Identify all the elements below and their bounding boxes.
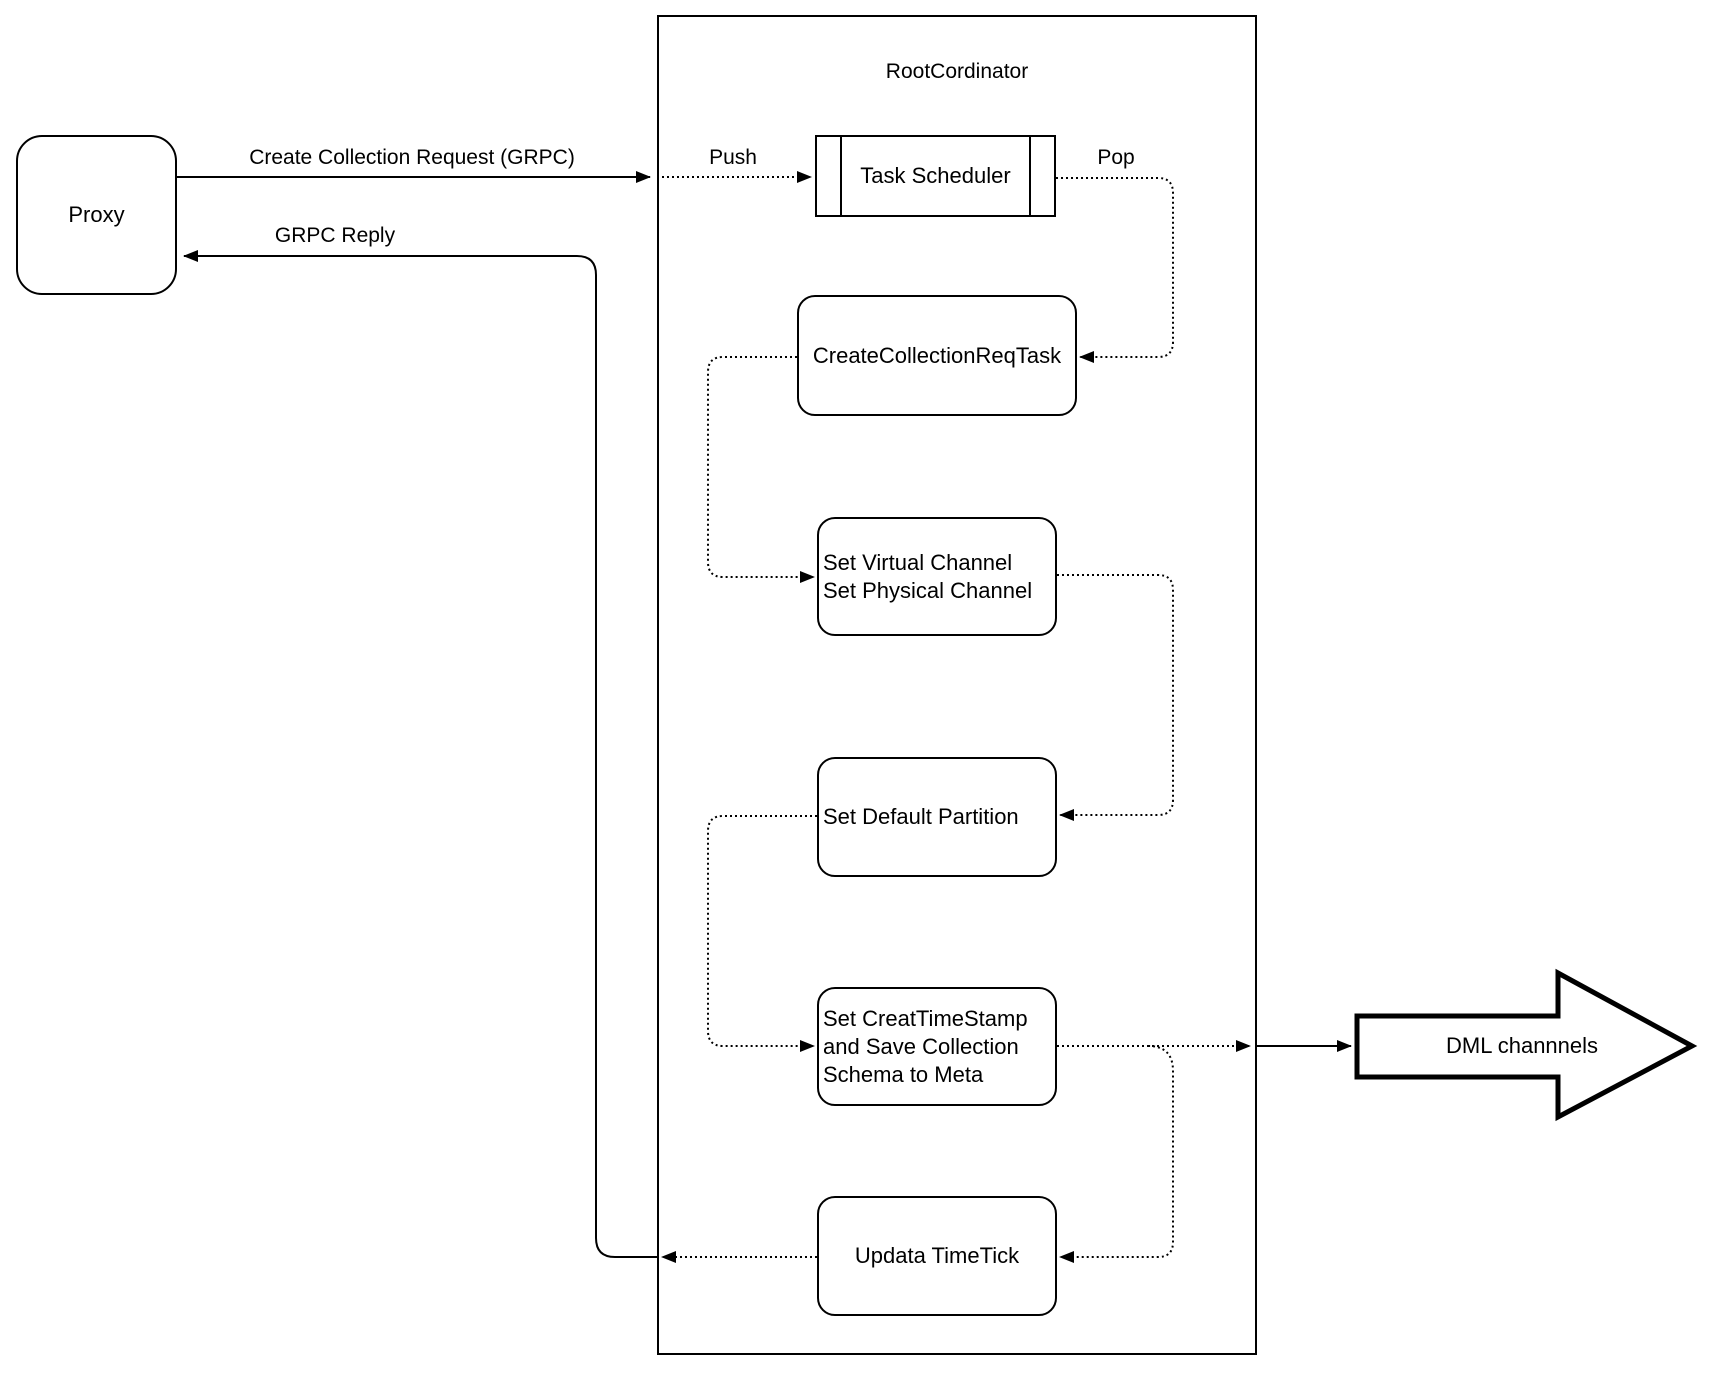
proxy-node: Proxy <box>16 135 177 295</box>
set-timestamp-line1: Set CreatTimeStamp <box>823 1005 1028 1031</box>
set-timestamp-node: Set CreatTimeStamp and Save Collection S… <box>817 987 1057 1106</box>
create-collection-request-label: Create Collection Request (GRPC) <box>247 146 577 170</box>
edge-setchannel-to-setdefault <box>1057 574 1174 821</box>
set-channel-node: Set Virtual Channel Set Physical Channel <box>817 517 1057 636</box>
push-label: Push <box>707 146 759 170</box>
rootcordinator-title: RootCordinator <box>885 60 1029 83</box>
edge-reqtask-to-setchannel <box>707 356 815 583</box>
task-scheduler-label: Task Scheduler <box>860 163 1011 188</box>
dml-channels-arrow-shape <box>1354 968 1698 1122</box>
set-default-partition-label: Set Default Partition <box>823 804 1019 829</box>
set-timestamp-line2: and Save Collection <box>823 1033 1019 1059</box>
edge-branch-to-timetick <box>1059 1045 1174 1263</box>
create-collection-req-task-node: CreateCollectionReqTask <box>797 295 1077 416</box>
edge-grpc-reply <box>183 250 657 1258</box>
set-channel-line1: Set Virtual Channel <box>823 549 1013 575</box>
task-scheduler-node: Task Scheduler <box>815 135 1056 217</box>
edge-pop <box>1056 177 1174 363</box>
task-scheduler-left-bar <box>840 135 842 217</box>
create-collection-req-task-label: CreateCollectionReqTask <box>812 342 1062 368</box>
update-timetick-label: Updata TimeTick <box>854 1243 1020 1268</box>
dml-channels-label: DML channnels <box>1445 1033 1599 1058</box>
rootcordinator-container <box>657 15 1257 1355</box>
grpc-reply-label: GRPC Reply <box>272 224 398 248</box>
update-timetick-node: Updata TimeTick <box>817 1196 1057 1316</box>
edge-setdefault-to-settimestamp <box>707 815 817 1052</box>
task-scheduler-right-bar <box>1029 135 1031 217</box>
pop-label: Pop <box>1095 146 1137 170</box>
proxy-label: Proxy <box>68 202 125 227</box>
set-channel-line2: Set Physical Channel <box>823 577 1033 603</box>
set-default-partition-node: Set Default Partition <box>817 757 1057 877</box>
set-timestamp-line3: Schema to Meta <box>823 1061 984 1087</box>
